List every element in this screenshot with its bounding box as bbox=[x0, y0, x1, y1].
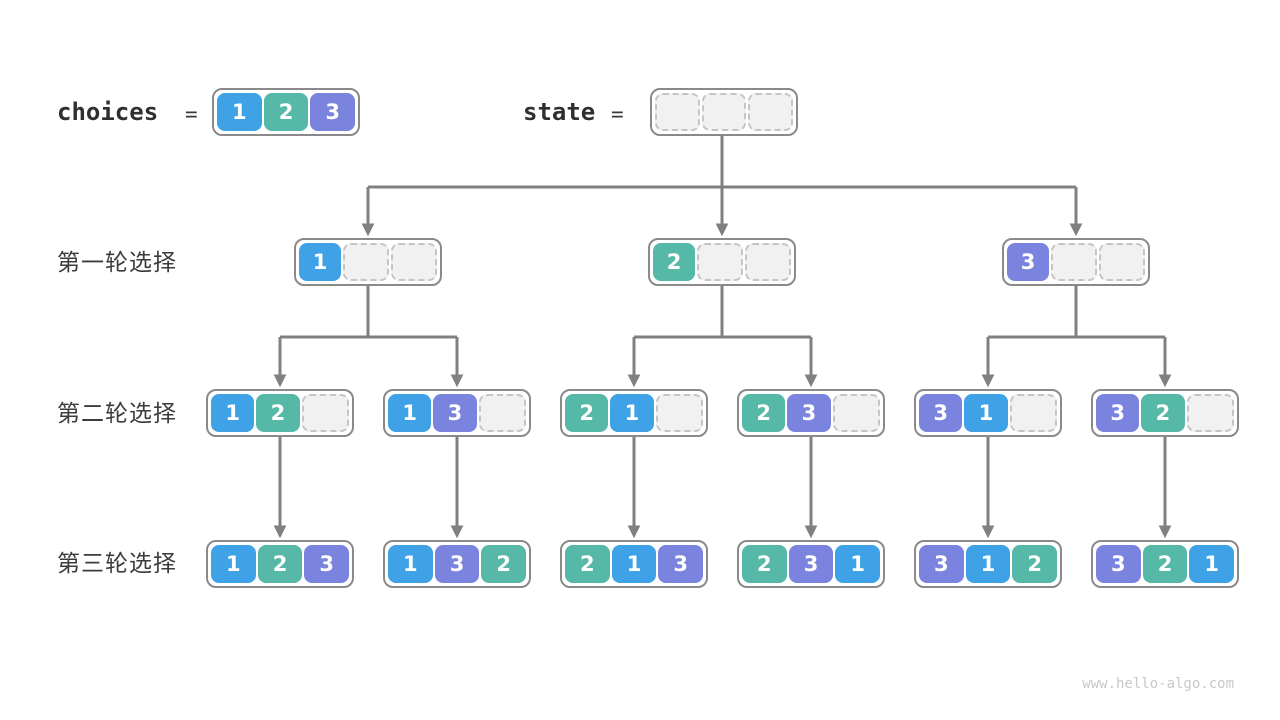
cell-1: 1 bbox=[388, 545, 433, 583]
empty-cell bbox=[1186, 394, 1234, 432]
empty-cell bbox=[343, 243, 389, 281]
cell-2: 2 bbox=[1012, 545, 1058, 583]
round-1-label: 第一轮选择 bbox=[57, 250, 177, 276]
empty-cell bbox=[1051, 243, 1097, 281]
empty-cell bbox=[697, 243, 743, 281]
empty-cell bbox=[748, 93, 794, 131]
cell-2: 2 bbox=[1141, 394, 1185, 432]
empty-cell bbox=[1099, 243, 1145, 281]
choices-label: choices bbox=[57, 98, 159, 126]
cell-3: 3 bbox=[919, 394, 963, 432]
empty-cell bbox=[832, 394, 880, 432]
empty-cell bbox=[701, 93, 747, 131]
round1-node-3: 3 bbox=[1002, 238, 1150, 286]
cell-1: 1 bbox=[1189, 545, 1235, 583]
empty-cell bbox=[1009, 394, 1057, 432]
state-label: state bbox=[523, 98, 596, 126]
empty-cell bbox=[478, 394, 526, 432]
cell-2: 2 bbox=[742, 394, 786, 432]
round-2-label: 第二轮选择 bbox=[57, 401, 177, 427]
cell-2: 2 bbox=[256, 394, 300, 432]
cell-1: 1 bbox=[299, 243, 341, 281]
empty-cell bbox=[655, 394, 703, 432]
cell-3: 3 bbox=[788, 545, 834, 583]
cell-2: 2 bbox=[481, 545, 527, 583]
cell-3: 3 bbox=[658, 545, 704, 583]
cell-1: 1 bbox=[835, 545, 881, 583]
cell-2: 2 bbox=[263, 93, 309, 131]
cell-3: 3 bbox=[1007, 243, 1049, 281]
cell-3: 3 bbox=[304, 545, 350, 583]
cell-1: 1 bbox=[211, 545, 256, 583]
state-array bbox=[650, 88, 798, 136]
cell-3: 3 bbox=[434, 545, 480, 583]
cell-3: 3 bbox=[1096, 394, 1140, 432]
cell-1: 1 bbox=[611, 545, 657, 583]
cell-2: 2 bbox=[653, 243, 695, 281]
cell-2: 2 bbox=[742, 545, 787, 583]
empty-cell bbox=[745, 243, 791, 281]
cell-3: 3 bbox=[787, 394, 831, 432]
round-3-label: 第三轮选择 bbox=[57, 551, 177, 577]
empty-cell bbox=[655, 93, 700, 131]
cell-1: 1 bbox=[965, 545, 1011, 583]
cell-1: 1 bbox=[211, 394, 255, 432]
round1-node-1: 1 bbox=[294, 238, 442, 286]
cell-1: 1 bbox=[388, 394, 432, 432]
cell-1: 1 bbox=[964, 394, 1008, 432]
cell-1: 1 bbox=[610, 394, 654, 432]
watermark: www.hello-algo.com bbox=[1082, 676, 1234, 692]
round1-node-2: 2 bbox=[648, 238, 796, 286]
cell-2: 2 bbox=[1142, 545, 1188, 583]
cell-2: 2 bbox=[565, 545, 610, 583]
equals-sign: = bbox=[185, 102, 198, 126]
cell-3: 3 bbox=[310, 93, 356, 131]
empty-cell bbox=[301, 394, 349, 432]
equals-sign: = bbox=[611, 102, 624, 126]
empty-cell bbox=[391, 243, 437, 281]
cell-2: 2 bbox=[565, 394, 609, 432]
cell-3: 3 bbox=[919, 545, 964, 583]
cell-1: 1 bbox=[217, 93, 262, 131]
cell-3: 3 bbox=[433, 394, 477, 432]
cell-2: 2 bbox=[257, 545, 303, 583]
cell-3: 3 bbox=[1096, 545, 1141, 583]
